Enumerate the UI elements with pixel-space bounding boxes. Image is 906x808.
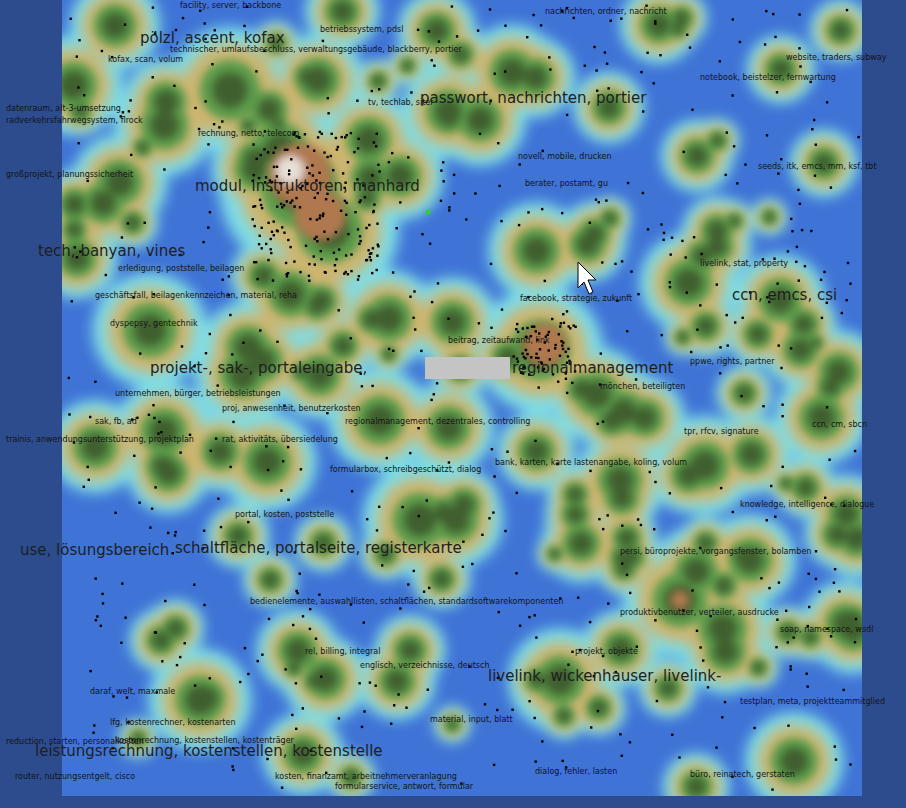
term-label: dyspepsy, gentechnik (110, 320, 198, 329)
term-label: livelink, stat, property (700, 260, 788, 269)
term-label: kofax, scan, volum (108, 56, 183, 65)
topic-label: leistungsrechnung, kostenstellen, kosten… (35, 743, 383, 760)
term-label: tpr, rfcv, signature (684, 428, 759, 437)
term-label: material, input, blatt (430, 716, 513, 725)
topic-label: tech, banyan, vines (38, 243, 185, 260)
term-label: geschäftsfall, beilagenkennzeichen, mate… (95, 292, 297, 301)
term-label: bedienelemente, auswahllisten, schaltflä… (250, 598, 563, 607)
term-label: portal, kosten, poststelle (235, 511, 334, 520)
topic-label: ccn, emcs, csi (732, 287, 837, 304)
term-label: tv, techlab, siter (368, 99, 434, 108)
term-label: daraf, welt, maxmale (90, 688, 175, 697)
term-label: facebook, strategie, zukunft (520, 295, 632, 304)
term-label: formularservice, antwort, formular (335, 783, 473, 792)
term-label: lfg, kostenrechner, kostenarten (110, 719, 235, 728)
topic-label: livelink, wickenhauser, livelink- (488, 668, 721, 685)
term-label: bank, karten, karte lastenangabe, koling… (495, 459, 687, 468)
term-label: novell, mobile, drucken (518, 153, 612, 162)
term-label: erledigung, poststelle, beilagen (118, 265, 244, 274)
term-label: notebook, beistelzer, fernwartung (700, 74, 836, 83)
term-label: beitrag, zeitaufwand, link (448, 337, 550, 346)
term-label: englisch, verzeichnisse, deutsch (360, 662, 489, 671)
topic-label: passwort, nachrichten, portier (420, 90, 646, 107)
term-label: ccn, cm, sbcn (812, 421, 867, 430)
topic-label: projekt-, sak-, portaleingabe, (150, 360, 367, 377)
term-label: seeds, itk, emcs, mm, ksf, tbt (758, 163, 877, 172)
term-label: kosten, finanzamt, arbeitnehmerveranlagu… (275, 773, 457, 782)
term-label: soap, namespace, wsdl (780, 626, 873, 635)
term-label: ppwe, rights, partner (690, 358, 774, 367)
term-label: projekt, objekte (575, 648, 638, 657)
topic-label: schaltfläche, portalseite, registerkarte (175, 540, 462, 557)
term-label: testplan, meta, projektteammitglied (740, 698, 885, 707)
term-label: radverkehrsfahrwegsystem, flrock (6, 117, 143, 126)
term-label: rat, aktivitäts, übersiedelung (222, 436, 338, 445)
term-label: mönchen, beteiligten (600, 383, 685, 392)
term-label: regionalmanagement, dezentrales, control… (345, 418, 530, 427)
term-label: technischer, umlaufsbeschluss, verwaltun… (170, 46, 462, 55)
topic-label: regionalmanagement (512, 360, 673, 377)
term-label: website, traders, subway (786, 54, 886, 63)
term-label: betriebssystem, pdsl (320, 26, 403, 35)
term-label: büro, reinatech, gerstaten (690, 771, 795, 780)
term-label: rel, billing, integral (305, 648, 380, 657)
term-label: berater, postamt, gu (525, 180, 608, 189)
term-label: dialog, fehler, lasten (535, 768, 617, 777)
term-label: unternehmen, bürger, betriebsleistungen (115, 390, 281, 399)
term-label: rechnung, netto, telecom (198, 130, 299, 139)
term-label: datenraum, alt-3-umsetzung (6, 105, 121, 114)
term-label: sak, fb, ad (95, 418, 137, 427)
term-label: nachrichten, ordner, nachricht (545, 8, 667, 17)
term-label: router, nutzungsentgelt, cisco (15, 773, 135, 782)
term-label: facility, server, backbone (180, 2, 281, 11)
term-label: großprojekt, planungssicherheit (6, 171, 133, 180)
topic-label: use, lösungsbereich (20, 542, 169, 559)
term-label: formularbox, schreibgeschützt, dialog (330, 466, 481, 475)
topic-label: modul, instruktoren, manhard (195, 178, 420, 195)
term-label: knowledge, intelligence, dialogue (740, 501, 874, 510)
topic-label: pölzl, ascent, kofax (140, 30, 285, 47)
term-label: trainis, anwendungsunterstützung, projek… (6, 436, 194, 445)
term-label: proj, anwesenheit, benutzerkosten (222, 405, 361, 414)
term-label: persi, büroprojekte, vorgangsfenster, bo… (620, 548, 811, 557)
term-label: produktivbenutzer, verteiler, ausdrucke (620, 609, 779, 618)
